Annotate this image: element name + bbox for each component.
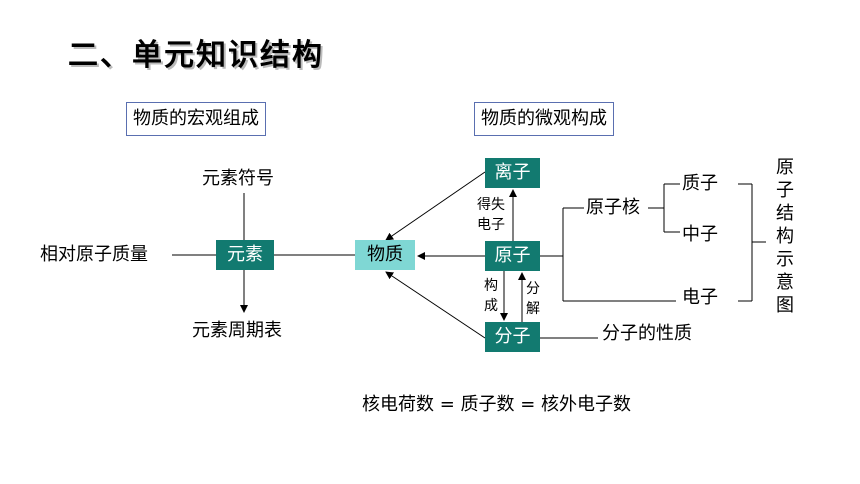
ion-node: 离子 — [485, 158, 540, 188]
nucleus-label: 原子核 — [586, 197, 640, 218]
electron-label: 电子 — [682, 287, 718, 308]
decompose-label-1: 分 — [526, 281, 540, 297]
micro-composition-heading: 物质的微观构成 — [474, 102, 614, 136]
constitute-label-2: 成 — [484, 298, 498, 314]
neutron-label: 中子 — [682, 224, 718, 245]
page-title: 二、单元知识结构 — [68, 38, 324, 73]
substance-node: 物质 — [355, 240, 415, 270]
relative-atomic-mass-label: 相对原子质量 — [40, 244, 148, 265]
gain-lose-label-2: 电子 — [477, 217, 505, 233]
proton-label: 质子 — [682, 173, 718, 194]
charge-equation: 核电荷数 = 质子数 = 核外电子数 — [362, 394, 632, 415]
gain-lose-label-1: 得失 — [477, 197, 505, 213]
constitute-label-1: 构 — [484, 278, 498, 294]
macro-composition-heading: 物质的宏观组成 — [126, 102, 266, 136]
decompose-label-2: 解 — [526, 301, 540, 317]
molecule-node: 分子 — [485, 322, 540, 352]
periodic-table-label: 元素周期表 — [192, 320, 282, 341]
atom-node: 原子 — [485, 241, 540, 271]
element-node: 元素 — [216, 240, 274, 270]
element-symbol-label: 元素符号 — [202, 168, 274, 189]
molecule-properties-label: 分子的性质 — [602, 323, 692, 344]
atom-structure-diagram-label: 原 子 结 构 示 意 图 — [776, 157, 794, 316]
